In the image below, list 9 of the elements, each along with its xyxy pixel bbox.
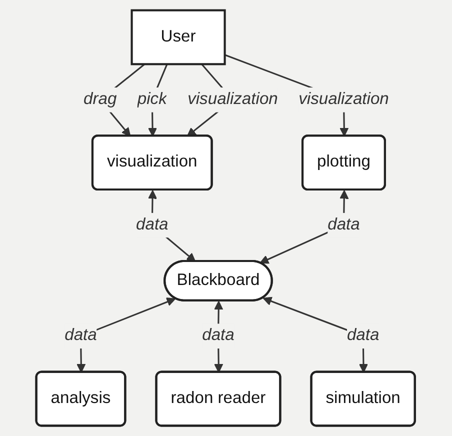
edge-label: data <box>65 326 98 344</box>
edge-label: visualization <box>188 90 278 108</box>
edge-label: visualization <box>299 90 390 108</box>
edge-label: data <box>136 216 169 234</box>
node-box: User <box>131 9 226 66</box>
edge-label: data <box>328 216 360 234</box>
edge-label: data <box>202 326 235 344</box>
edge-label: data <box>347 326 380 344</box>
edge-label: drag <box>84 90 118 108</box>
